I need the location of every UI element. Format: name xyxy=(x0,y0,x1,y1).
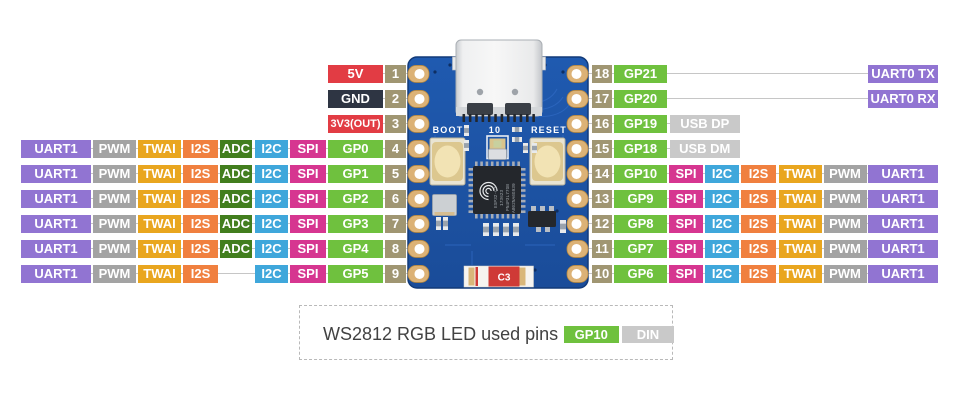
svg-text:A802NA6G939: A802NA6G939 xyxy=(511,183,517,213)
svg-text:ESP32-C3: ESP32-C3 xyxy=(493,186,499,208)
svg-text:PN4P3L77GB: PN4P3L77GB xyxy=(505,184,511,211)
svg-text:RESET: RESET xyxy=(531,125,567,135)
svg-text:BOOT: BOOT xyxy=(433,125,464,135)
svg-text:C3: C3 xyxy=(498,273,511,284)
svg-text:10: 10 xyxy=(489,125,501,135)
svg-text:173623: 173623 xyxy=(499,189,505,206)
